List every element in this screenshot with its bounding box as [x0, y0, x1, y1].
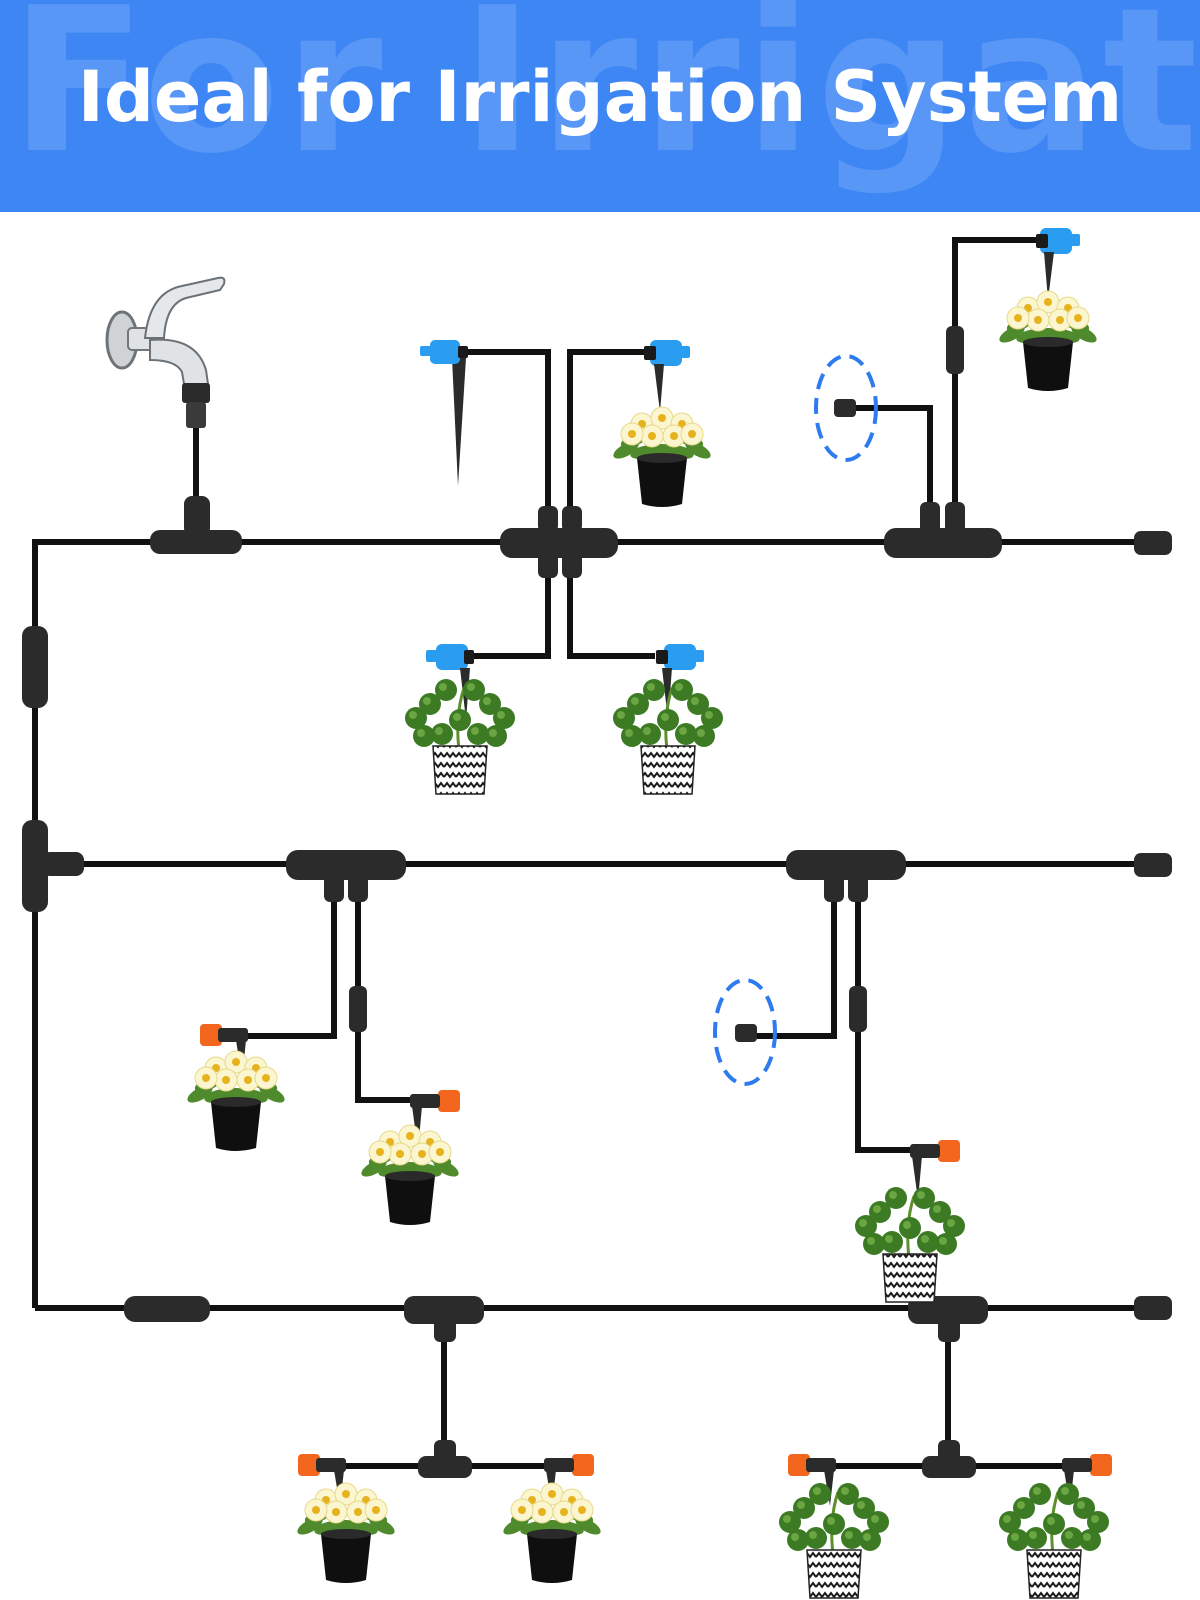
- green-plant-pot-icon: [405, 679, 515, 795]
- mid-left-tube-2: [355, 864, 440, 1103]
- orange-dripper-icon: [200, 1024, 1112, 1506]
- green-plant-pot-icon: [999, 1483, 1109, 1599]
- top-cross-tube-2: [567, 349, 655, 542]
- plant-pots: [187, 290, 1109, 1599]
- tee-connector-icon: [150, 496, 242, 554]
- banner-title: Ideal for Irrigation System: [77, 56, 1123, 138]
- mid-left-tube-1: [222, 864, 337, 1039]
- top-cross-tube-3: [462, 542, 551, 659]
- green-plant-pot-icon: [779, 1483, 889, 1599]
- top-right-dripper-tube: [952, 237, 1045, 542]
- top-right-plug-tube: [848, 405, 933, 542]
- tee-connector-bottom-2: [908, 1296, 988, 1342]
- double-tee-connector-mid-2: [786, 850, 906, 902]
- cross-connector-icon: [500, 506, 618, 578]
- flower-pot-icon: [613, 406, 711, 507]
- banner-watermark: For Irrigation: [10, 0, 1200, 198]
- goof-plug-icon: [713, 354, 878, 1086]
- mid-right-dripper-tube: [855, 864, 935, 1153]
- end-plug-icon: [1134, 531, 1172, 1320]
- flower-pot-icon: [187, 1050, 285, 1151]
- straight-coupler-icon: [22, 326, 964, 1322]
- green-plant-pot-icon: [855, 1187, 965, 1303]
- double-tee-connector-mid-1: [286, 850, 406, 902]
- blue-dripper-icon: [426, 228, 1080, 720]
- main-supply-line: [32, 539, 1140, 1308]
- flower-pot-icon: [503, 1482, 601, 1583]
- top-cross-tube-1: [462, 349, 551, 542]
- tee-splitter-bottom-2: [922, 1440, 976, 1478]
- mid-right-plug-tube: [750, 864, 837, 1039]
- tee-splitter-bottom-1: [418, 1440, 472, 1478]
- faucet-icon: [105, 276, 226, 428]
- flower-pot-icon: [361, 1124, 459, 1225]
- blue-dripper-stake-icon: [420, 340, 468, 486]
- left-tee-middle: [22, 820, 84, 912]
- title-banner: For Irrigation Ideal for Irrigation Syst…: [0, 0, 1200, 212]
- flower-pot-icon: [999, 290, 1097, 391]
- tee-connector-bottom-1: [404, 1296, 484, 1342]
- top-cross-tube-4: [567, 542, 655, 659]
- flower-pot-icon: [297, 1482, 395, 1583]
- double-tee-connector-top-right: [884, 502, 1002, 558]
- green-plant-pot-icon: [613, 679, 723, 795]
